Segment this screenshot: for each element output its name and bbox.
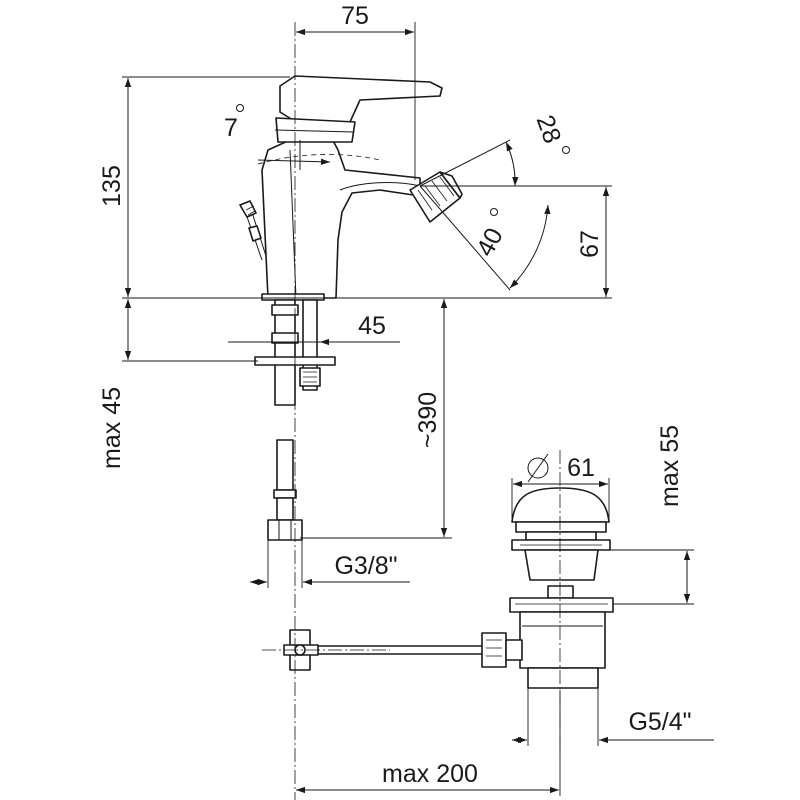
label-shank-45: 45 (358, 312, 386, 340)
dimensions (122, 22, 714, 796)
label-max-55: max 55 (656, 425, 684, 507)
label-thread-g38: G3/8" (334, 552, 397, 580)
label-approx-390: ~390 (414, 392, 442, 448)
degree-mark-28 (562, 146, 570, 154)
label-diameter-61: 61 (567, 454, 595, 482)
faucet-body (239, 75, 463, 301)
label-max-45: max 45 (98, 387, 126, 469)
label-width-75: 75 (341, 2, 369, 30)
dimension-labels: 75 135 7 28 40 67 45 max 45 ~390 G3/8" 6… (98, 2, 692, 788)
label-max-200: max 200 (382, 760, 478, 788)
degree-mark-7 (236, 104, 244, 112)
popup-rod (239, 200, 267, 261)
label-angle-28: 28 (531, 111, 567, 147)
label-thread-g54: G5/4" (628, 708, 691, 736)
label-height-67: 67 (576, 230, 604, 258)
label-angle-7: 7 (224, 114, 238, 142)
center-lines (262, 22, 561, 800)
popup-waste (283, 487, 614, 689)
degree-mark-40 (490, 208, 498, 216)
label-height-135: 135 (98, 165, 126, 207)
label-angle-40: 40 (471, 223, 509, 261)
angle-construction (257, 139, 612, 291)
